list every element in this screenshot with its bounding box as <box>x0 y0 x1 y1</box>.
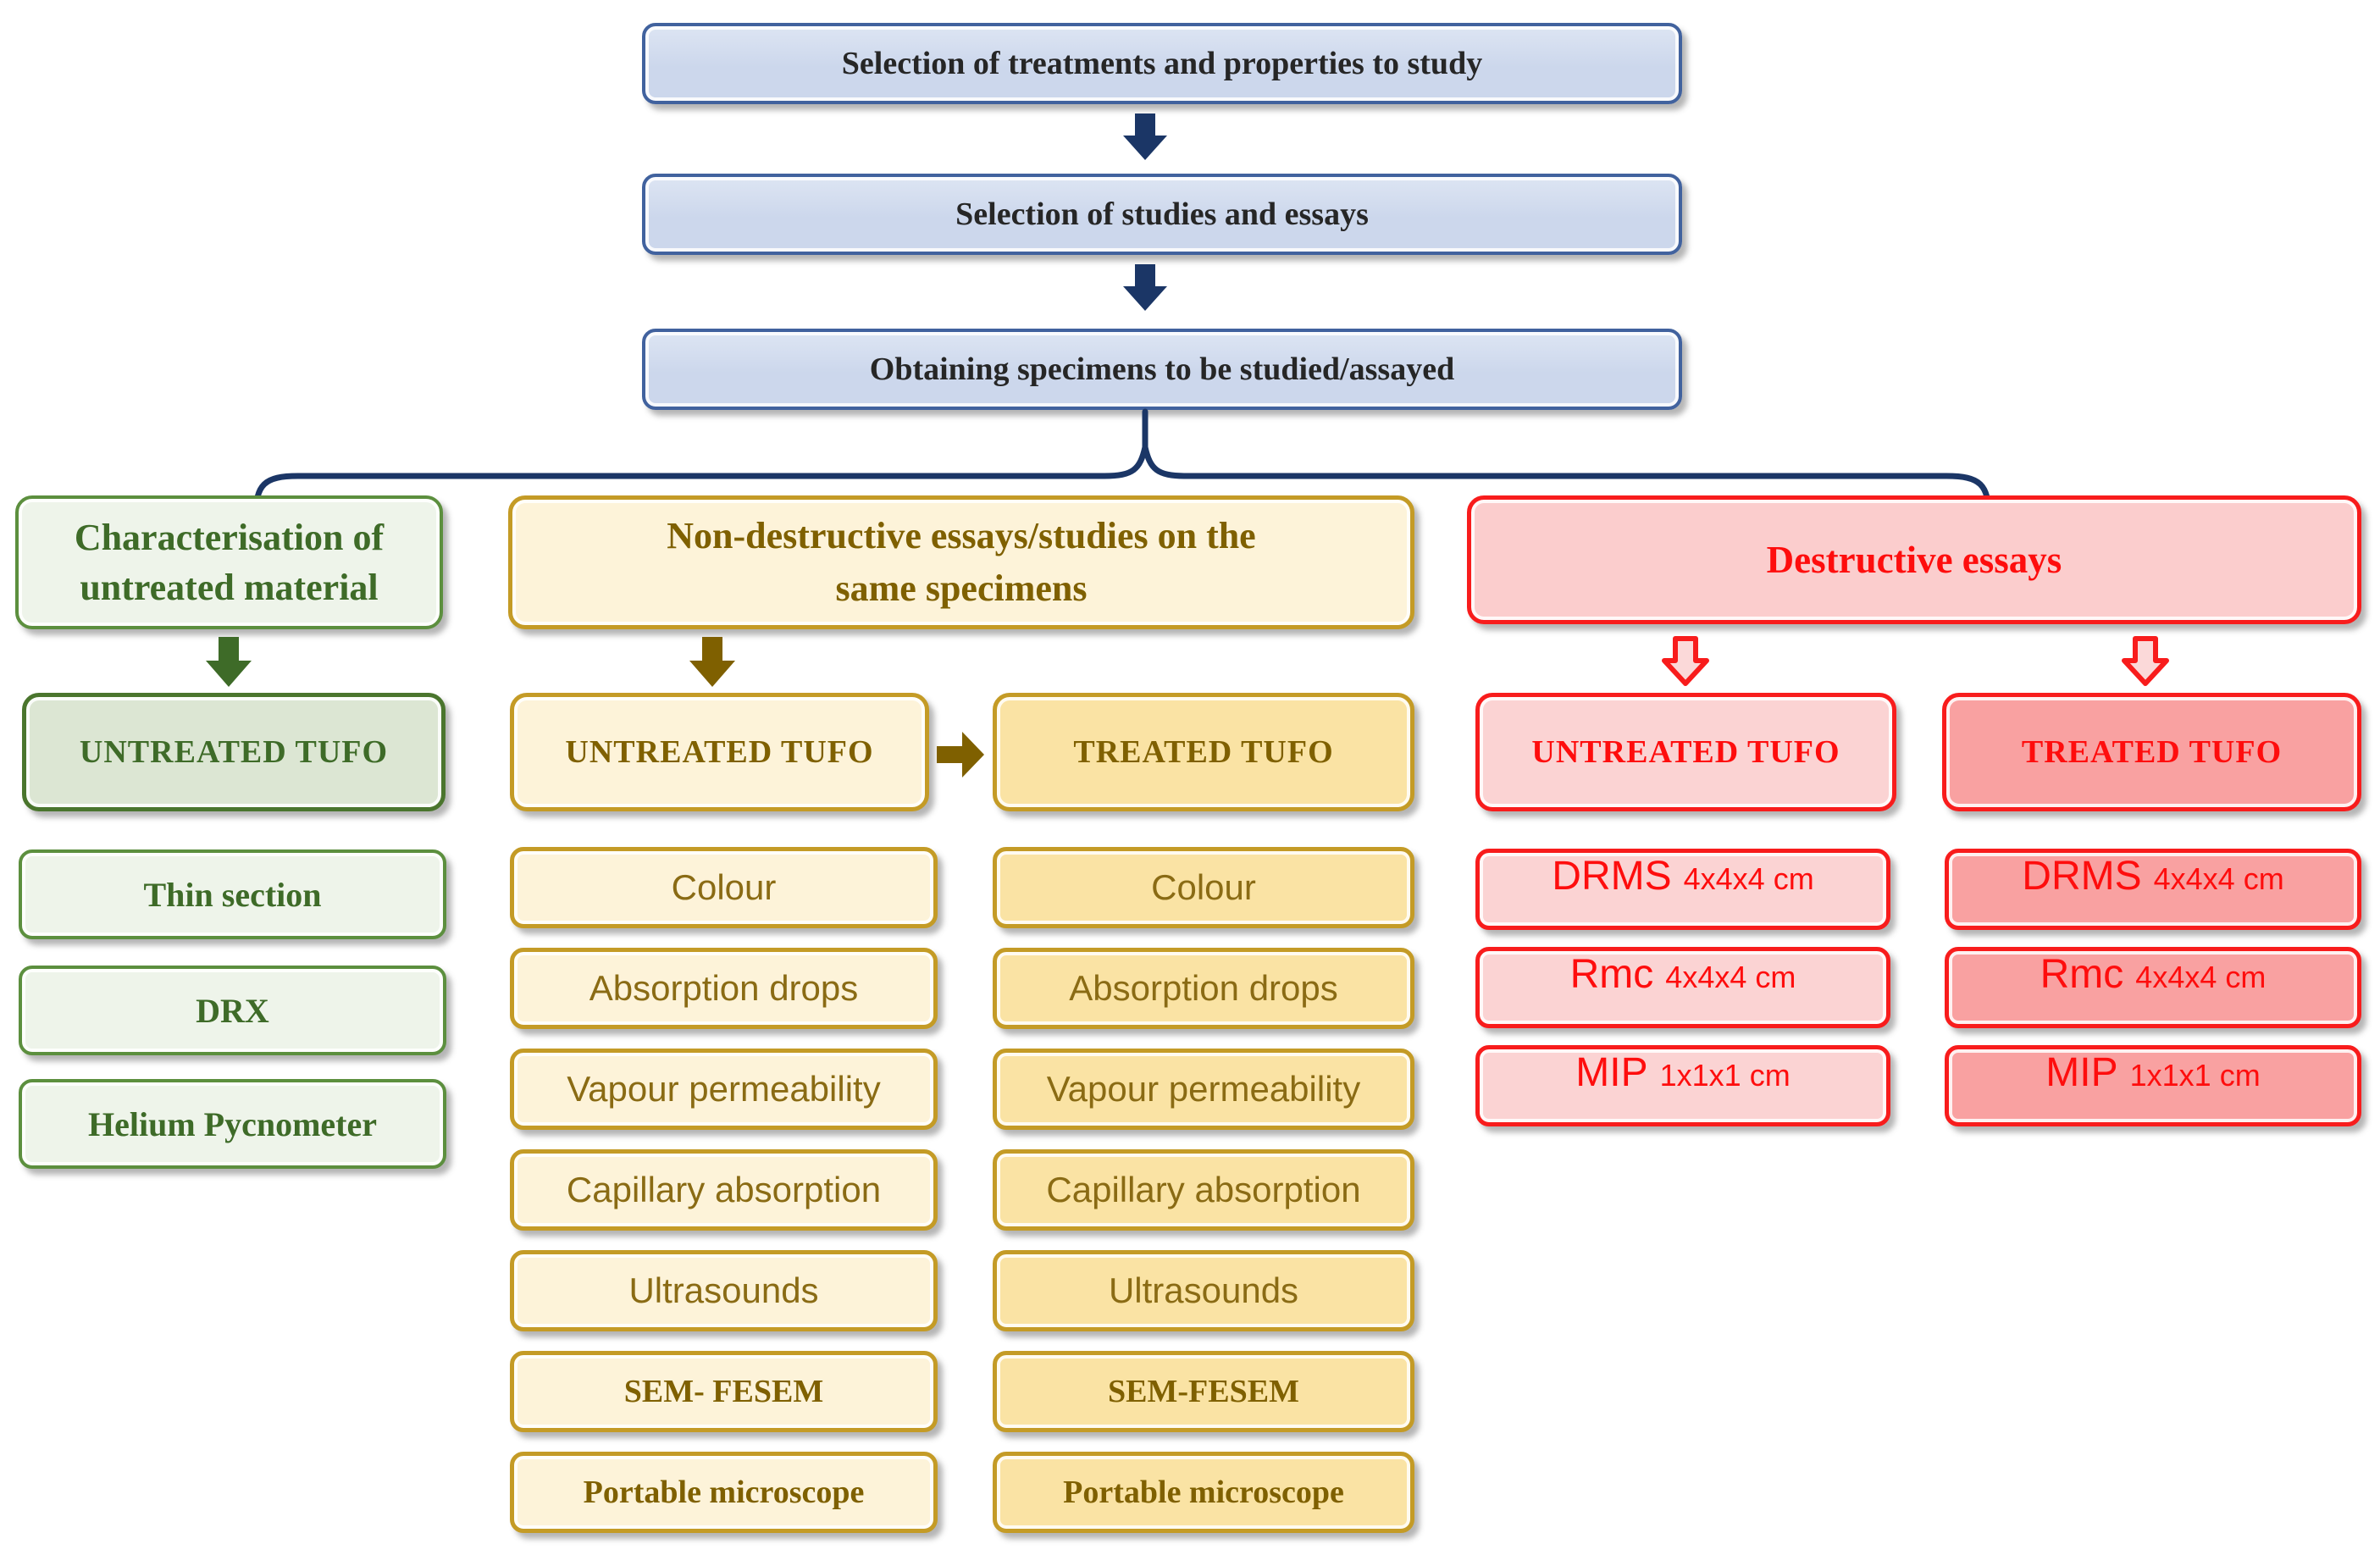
item-label: Absorption drops <box>1069 968 1338 1008</box>
red-treated-item-drms: DRMS 4x4x4 cm <box>1945 849 2361 930</box>
yellow-header-line2: same specimens <box>835 567 1088 609</box>
yellow-treated-item-vapour-permeability: Vapour permeability <box>993 1049 1414 1130</box>
green-untreated-tufo-box: UNTREATED TUFO <box>22 693 446 811</box>
green-item-thin-section: Thin section <box>19 849 446 939</box>
item-label: Ultrasounds <box>628 1270 819 1310</box>
item-label: MIP <box>2045 1050 2118 1095</box>
item-size: 1x1x1 cm <box>1659 1058 1791 1093</box>
yellow-treated-item-ultrasounds: Ultrasounds <box>993 1250 1414 1331</box>
red-untreated-item-rmc: Rmc 4x4x4 cm <box>1475 947 1890 1028</box>
red-branch-header: Destructive essays <box>1467 495 2361 624</box>
red-untreated-item-drms: DRMS 4x4x4 cm <box>1475 849 1890 930</box>
red-untreated-tufo-label: UNTREATED TUFO <box>1531 734 1840 770</box>
red-header-label: Destructive essays <box>1766 539 2062 581</box>
down-arrow-icon <box>689 637 735 687</box>
item-label: Helium Pycnometer <box>88 1104 377 1143</box>
flow-step-1-label: Selection of treatments and properties t… <box>841 46 1483 81</box>
down-arrow-icon <box>206 637 252 687</box>
item-label: Vapour permeability <box>1046 1069 1361 1109</box>
item-label: DRX <box>196 991 269 1030</box>
down-arrow-icon <box>2122 636 2169 686</box>
red-treated-item-rmc: Rmc 4x4x4 cm <box>1945 947 2361 1028</box>
split-brace <box>252 408 1992 520</box>
yellow-untreated-tufo-label: UNTREATED TUFO <box>565 734 874 770</box>
right-arrow-icon <box>937 732 984 778</box>
item-size: 4x4x4 cm <box>2135 960 2267 994</box>
item-label: SEM-FESEM <box>1108 1374 1299 1409</box>
red-treated-item-mip: MIP 1x1x1 cm <box>1945 1045 2361 1126</box>
flow-step-3-label: Obtaining specimens to be studied/assaye… <box>869 351 1455 387</box>
item-label: Thin section <box>143 875 322 914</box>
item-label: SEM- FESEM <box>623 1374 824 1409</box>
yellow-untreated-item-capillary-absorption: Capillary absorption <box>510 1149 938 1231</box>
yellow-untreated-item-vapour-permeability: Vapour permeability <box>510 1049 938 1130</box>
yellow-treated-item-absorption-drops: Absorption drops <box>993 948 1414 1029</box>
down-arrow-icon <box>1123 264 1167 311</box>
red-untreated-tufo-box: UNTREATED TUFO <box>1475 693 1896 811</box>
flow-step-1: Selection of treatments and properties t… <box>642 23 1682 104</box>
item-label: Vapour permeability <box>567 1069 881 1109</box>
item-size: 4x4x4 cm <box>1683 861 1814 896</box>
yellow-treated-item-portable-microscope: Portable microscope <box>993 1452 1414 1533</box>
yellow-header-line1: Non-destructive essays/studies on the <box>667 515 1256 557</box>
yellow-treated-tufo-box: TREATED TUFO <box>993 693 1414 811</box>
flow-step-2-label: Selection of studies and essays <box>955 196 1369 232</box>
item-label: DRMS <box>2022 854 2142 899</box>
down-arrow-icon <box>1123 113 1167 160</box>
item-size: 1x1x1 cm <box>2129 1058 2261 1093</box>
green-branch-header: Characterisation of untreated material <box>15 495 443 629</box>
item-label: DRMS <box>1552 854 1672 899</box>
item-label: Colour <box>671 867 777 907</box>
flow-step-3: Obtaining specimens to be studied/assaye… <box>642 329 1682 410</box>
green-untreated-tufo-label: UNTREATED TUFO <box>79 734 389 770</box>
down-arrow-icon <box>1662 636 1709 686</box>
red-untreated-item-mip: MIP 1x1x1 cm <box>1475 1045 1890 1126</box>
item-label: Portable microscope <box>583 1475 865 1510</box>
yellow-branch-header: Non-destructive essays/studies on the sa… <box>508 495 1414 629</box>
item-label: Rmc <box>1569 952 1654 997</box>
yellow-treated-item-capillary-absorption: Capillary absorption <box>993 1149 1414 1231</box>
yellow-untreated-item-portable-microscope: Portable microscope <box>510 1452 938 1533</box>
green-item-drx: DRX <box>19 966 446 1055</box>
yellow-untreated-item-ultrasounds: Ultrasounds <box>510 1250 938 1331</box>
flow-step-2: Selection of studies and essays <box>642 174 1682 255</box>
item-size: 4x4x4 cm <box>2153 861 2284 896</box>
item-label: Colour <box>1151 867 1256 907</box>
yellow-treated-item-colour: Colour <box>993 847 1414 928</box>
yellow-untreated-item-colour: Colour <box>510 847 938 928</box>
yellow-untreated-tufo-box: UNTREATED TUFO <box>510 693 929 811</box>
item-label: Capillary absorption <box>566 1170 882 1209</box>
red-treated-tufo-box: TREATED TUFO <box>1942 693 2361 811</box>
item-label: Rmc <box>2040 952 2124 997</box>
item-label: MIP <box>1575 1050 1648 1095</box>
yellow-treated-tufo-label: TREATED TUFO <box>1073 734 1334 770</box>
item-label: Ultrasounds <box>1108 1270 1299 1310</box>
item-label: Capillary absorption <box>1046 1170 1361 1209</box>
item-label: Portable microscope <box>1063 1475 1344 1510</box>
yellow-untreated-item-absorption-drops: Absorption drops <box>510 948 938 1029</box>
green-item-helium-pycnometer: Helium Pycnometer <box>19 1079 446 1169</box>
item-size: 4x4x4 cm <box>1665 960 1796 994</box>
yellow-untreated-item-sem-fesem: SEM- FESEM <box>510 1351 938 1432</box>
green-header-line2: untreated material <box>80 567 379 608</box>
yellow-treated-item-sem-fesem: SEM-FESEM <box>993 1351 1414 1432</box>
item-label: Absorption drops <box>589 968 859 1008</box>
red-treated-tufo-label: TREATED TUFO <box>2021 734 2283 770</box>
green-header-line1: Characterisation of <box>74 516 385 558</box>
